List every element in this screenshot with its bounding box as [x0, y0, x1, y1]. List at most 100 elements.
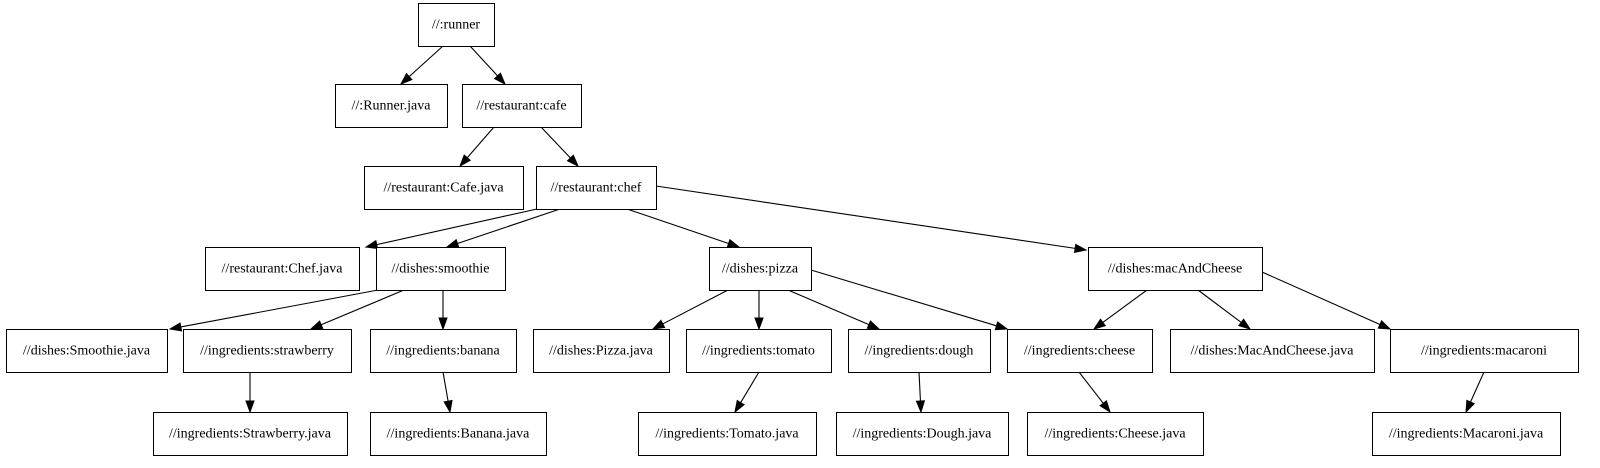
node-label: //dishes:pizza [722, 262, 799, 277]
edge-line [320, 289, 405, 326]
node-box [836, 412, 1009, 456]
edge-arrowhead [493, 72, 506, 86]
graph-node-restaurant_chef[interactable]: //restaurant:chef [536, 166, 657, 210]
node-label: //ingredients:dough [865, 344, 974, 359]
graph-node-banana_java[interactable]: //ingredients:Banana.java [370, 412, 547, 456]
graph-edge [655, 185, 1088, 253]
node-label: //dishes:MacAndCheese.java [1191, 344, 1355, 359]
node-box [686, 329, 832, 373]
graph-node-chef_java[interactable]: //restaurant:Chef.java [205, 247, 360, 291]
graph-node-ing_cheese[interactable]: //ingredients:cheese [1007, 329, 1153, 373]
edge-arrowhead [754, 317, 764, 331]
edge-line [442, 371, 449, 402]
graph-edge [469, 45, 506, 86]
graph-edge [626, 208, 741, 248]
edge-line [466, 126, 495, 159]
edge-line [469, 45, 498, 77]
edge-arrowhead [1099, 400, 1111, 414]
graph-node-strawberry_java[interactable]: //ingredients:Strawberry.java [153, 412, 348, 456]
node-label: //ingredients:Cheese.java [1044, 427, 1186, 442]
edge-line [376, 208, 538, 246]
node-label: //ingredients:Banana.java [387, 427, 530, 442]
edge-arrowhead [459, 154, 472, 168]
edge-line [626, 208, 729, 244]
graph-edge [459, 126, 495, 168]
node-box [370, 329, 517, 373]
graph-node-dishes_smoothie[interactable]: //dishes:smoothie [376, 247, 506, 291]
edge-arrowhead [1377, 320, 1392, 330]
edge-arrowhead [245, 400, 255, 414]
graph-node-ing_dough[interactable]: //ingredients:dough [848, 329, 991, 373]
node-box [1372, 412, 1561, 456]
node-label: //dishes:smoothie [392, 262, 490, 277]
graph-edge [1092, 289, 1148, 330]
graph-edge [1078, 371, 1111, 414]
graph-node-mac_java[interactable]: //dishes:MacAndCheese.java [1170, 329, 1375, 373]
node-box [533, 329, 670, 373]
node-label: //restaurant:Chef.java [222, 262, 344, 277]
node-label: //ingredients:tomato [702, 344, 815, 359]
node-box [6, 329, 168, 373]
graph-node-ing_strawberry[interactable]: //ingredients:strawberry [183, 329, 352, 373]
graph-edge [1197, 289, 1252, 330]
edge-line [810, 269, 997, 327]
node-layer: //:runner //:Runner.java //restaurant:cafe… [6, 3, 1579, 456]
edge-arrowhead [651, 319, 666, 330]
edge-layer [168, 45, 1485, 414]
graph-node-tomato_java[interactable]: //ingredients:Tomato.java [638, 412, 817, 456]
edge-line [787, 289, 870, 326]
edge-arrowhead [1073, 243, 1088, 253]
graph-edge [1261, 271, 1392, 330]
edge-arrowhead [566, 154, 580, 168]
node-box [153, 412, 348, 456]
graph-edge [1465, 371, 1485, 414]
graph-node-cheese_java[interactable]: //ingredients:Cheese.java [1027, 412, 1204, 456]
edge-line [457, 208, 561, 245]
node-box [364, 166, 524, 210]
graph-edge [168, 289, 379, 332]
graph-edge [309, 289, 405, 330]
graph-node-dough_java[interactable]: //ingredients:Dough.java [836, 412, 1009, 456]
edge-line [180, 289, 379, 328]
graph-node-pizza_java[interactable]: //dishes:Pizza.java [533, 329, 670, 373]
edge-arrowhead [399, 72, 413, 85]
graph-node-dishes_pizza[interactable]: //dishes:pizza [709, 247, 812, 291]
edge-arrowhead [734, 399, 745, 414]
graph-edge [438, 290, 448, 331]
graph-node-runner_java[interactable]: //:Runner.java [335, 84, 448, 128]
node-box [1088, 247, 1263, 291]
node-label: //ingredients:macaroni [1421, 344, 1547, 359]
graph-edge [445, 208, 561, 248]
graph-node-ing_tomato[interactable]: //ingredients:tomato [686, 329, 832, 373]
graph-edge [540, 126, 580, 168]
node-label: //ingredients:Strawberry.java [169, 427, 332, 442]
node-label: //dishes:Smoothie.java [23, 344, 151, 359]
edge-arrowhead [994, 321, 1009, 331]
graph-edge [651, 289, 729, 330]
node-label: //ingredients:cheese [1024, 344, 1135, 359]
graph-node-restaurant_cafe[interactable]: //restaurant:cafe [462, 84, 582, 128]
node-label: //ingredients:Macaroni.java [1389, 427, 1544, 442]
edge-line [662, 289, 729, 325]
graph-node-ing_macaroni[interactable]: //ingredients:macaroni [1390, 329, 1579, 373]
graph-node-macaroni_java[interactable]: //ingredients:Macaroni.java [1372, 412, 1561, 456]
graph-node-runner[interactable]: //:runner [418, 3, 495, 47]
graph-node-ing_banana[interactable]: //ingredients:banana [370, 329, 517, 373]
edge-line [740, 371, 760, 403]
graph-node-smoothie_java[interactable]: //dishes:Smoothie.java [6, 329, 168, 373]
edge-arrowhead [309, 320, 324, 330]
node-label: //:Runner.java [352, 99, 432, 114]
node-label: //restaurant:chef [551, 181, 642, 196]
node-box [205, 247, 360, 291]
graph-node-dishes_mac[interactable]: //dishes:macAndCheese [1088, 247, 1263, 291]
edge-arrowhead [168, 322, 183, 332]
edge-line [655, 185, 1076, 249]
node-box [370, 412, 547, 456]
graph-node-cafe_java[interactable]: //restaurant:Cafe.java [364, 166, 524, 210]
node-label: //ingredients:Tomato.java [655, 427, 799, 442]
node-box [418, 3, 495, 47]
node-box [376, 247, 506, 291]
graph-edge [915, 371, 926, 414]
node-label: //ingredients:strawberry [200, 344, 334, 359]
